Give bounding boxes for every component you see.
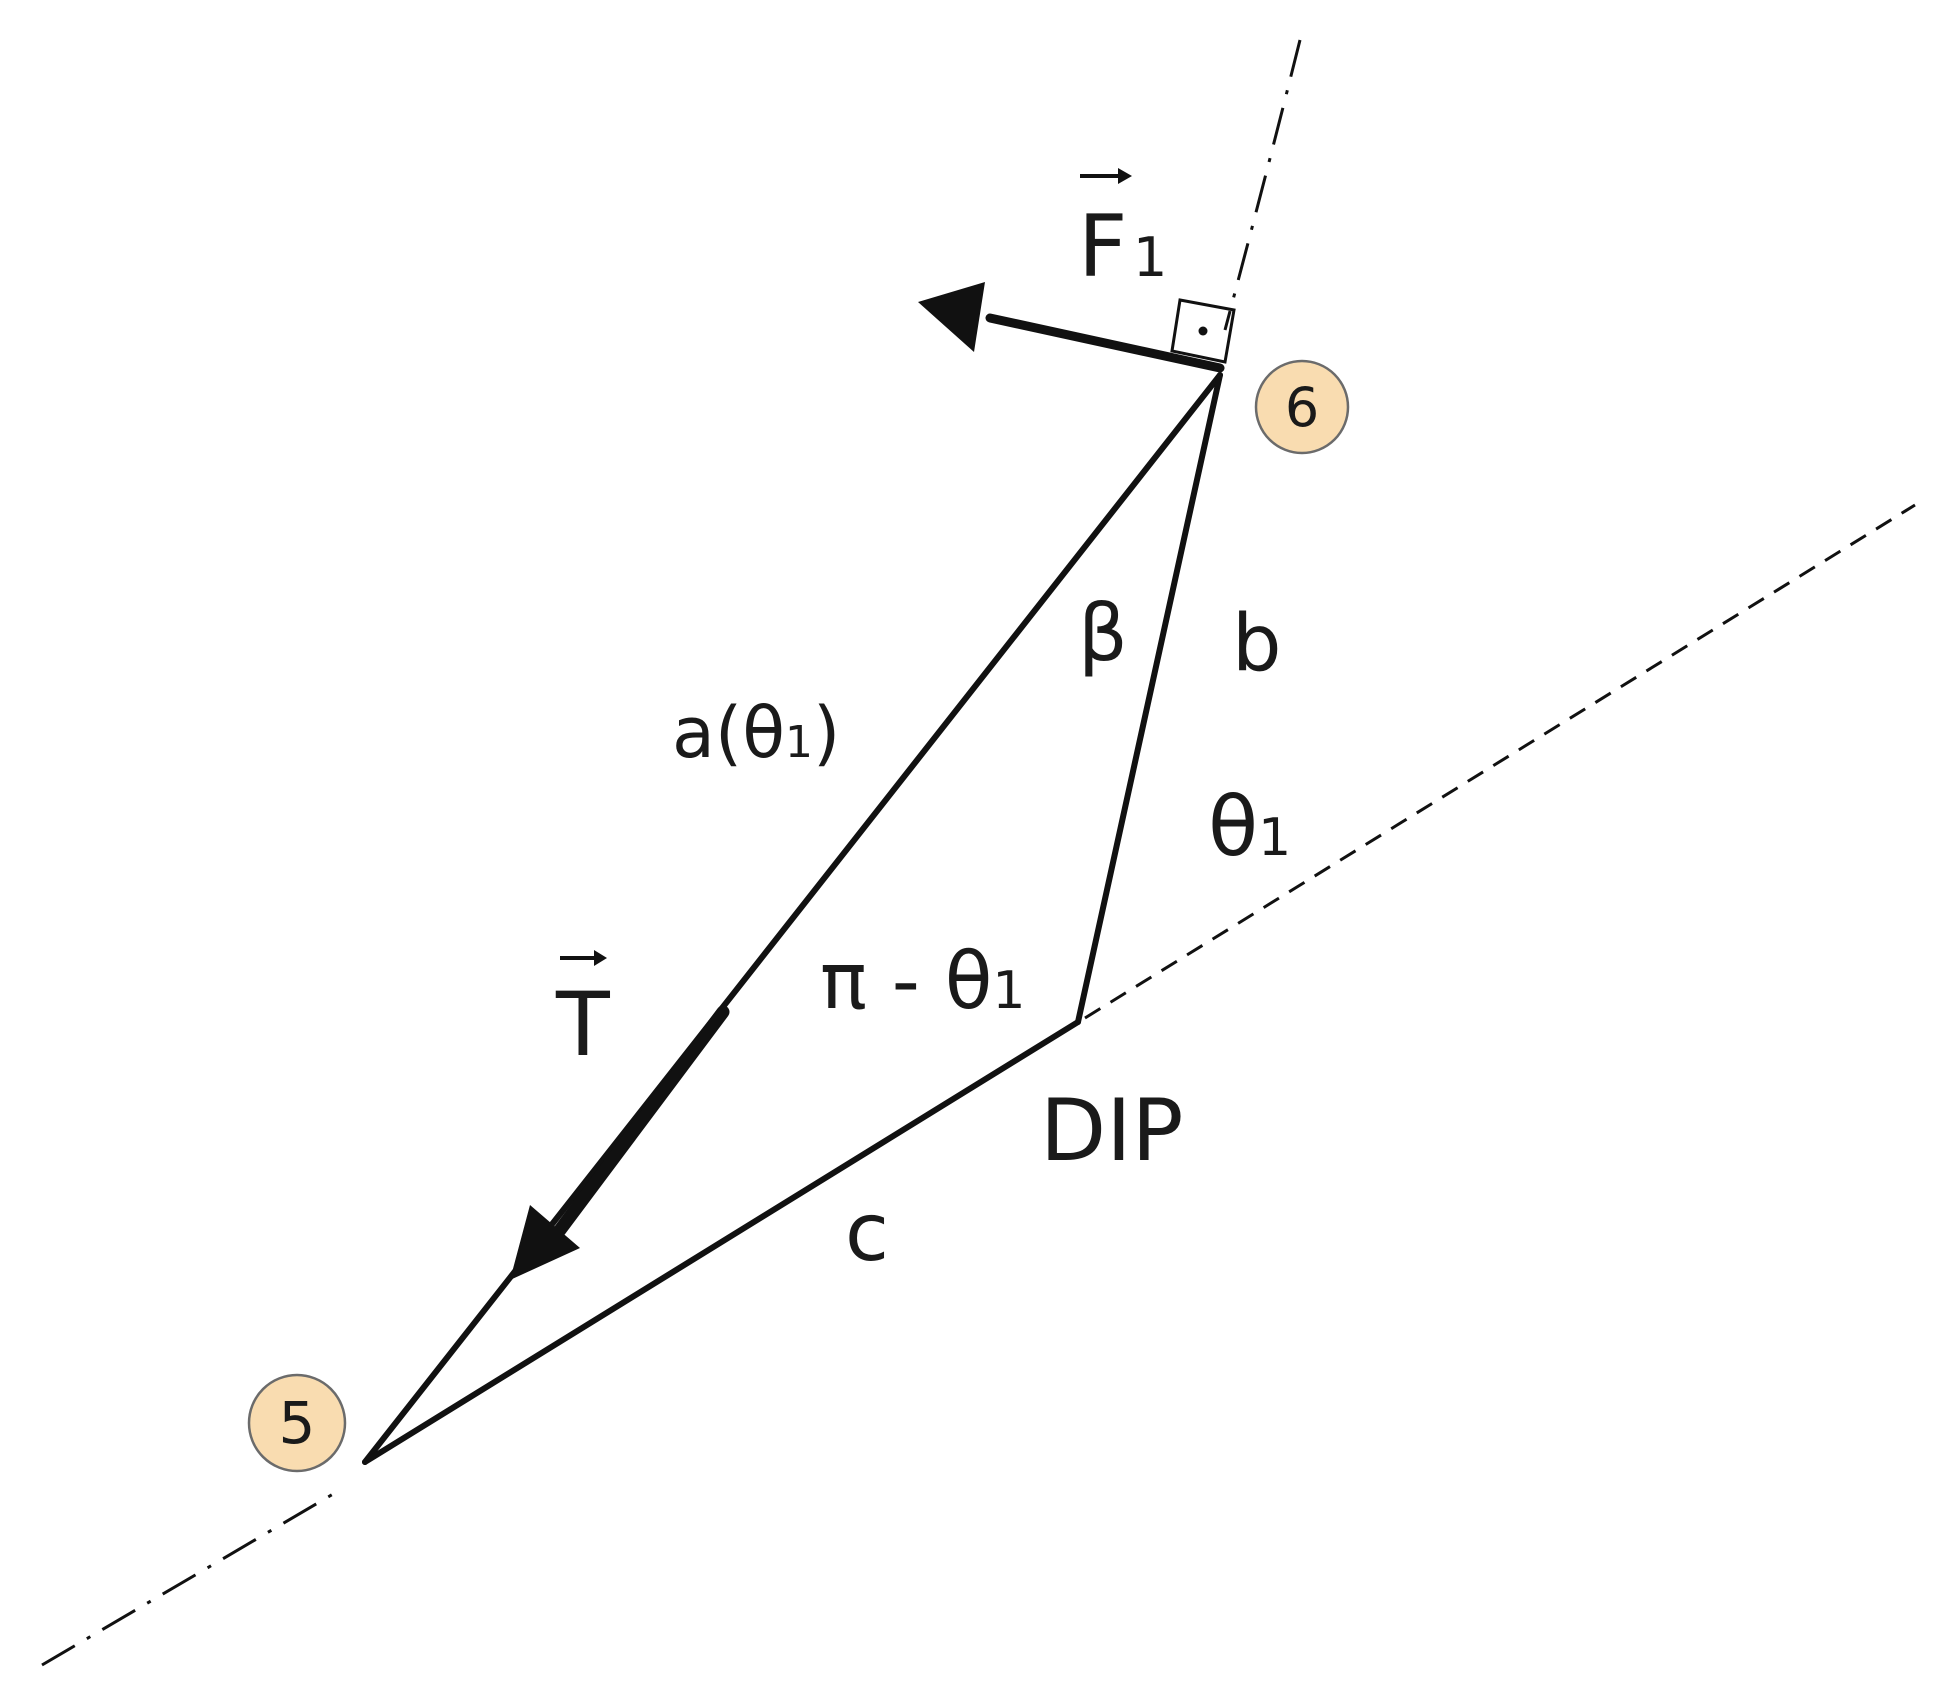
force-label-sub: 1: [1133, 226, 1167, 289]
force-vector-shaft: [985, 313, 1225, 373]
force-vector-accent-icon: [1080, 168, 1132, 184]
tension-vector-shaft: [553, 1005, 730, 1237]
svg-text:a(θ1): a(θ1): [672, 692, 840, 774]
side-a-label-close: ): [813, 692, 840, 774]
svg-text:π - θ1: π - θ1: [820, 937, 1026, 1027]
angle-theta-label: θ1: [1208, 780, 1291, 875]
angle-pi-label: π - θ1: [820, 937, 1026, 1027]
side-c-line: [362, 1019, 1081, 1465]
force-label: F 1: [1078, 168, 1167, 297]
side-b-label: b: [1232, 599, 1282, 689]
right-angle-marker-icon: [1170, 298, 1236, 364]
angle-pi-label-main: π - θ: [820, 937, 992, 1027]
force-label-main: F: [1078, 197, 1127, 297]
tension-arrowhead-icon: [510, 1205, 580, 1280]
side-a-label-main: a(θ: [672, 692, 785, 774]
node-5-label: 5: [279, 1389, 316, 1457]
node-6-label: 6: [1285, 376, 1319, 439]
svg-text:θ1: θ1: [1208, 780, 1291, 875]
side-a-line: [362, 372, 1223, 1465]
axis-line-upper: [1223, 39, 1302, 331]
force-arrowhead-icon: [918, 282, 985, 352]
angle-beta-label: β: [1078, 589, 1128, 679]
tension-label: T: [555, 950, 611, 1076]
node-6: 6: [1254, 359, 1350, 455]
joint-label: DIP: [1040, 1081, 1183, 1181]
side-a-label: a(θ1): [672, 692, 840, 774]
side-c-label: c: [845, 1186, 889, 1279]
angle-pi-label-sub: 1: [992, 961, 1025, 1021]
angle-theta-label-main: θ: [1208, 780, 1258, 875]
node-5: 5: [247, 1373, 347, 1473]
side-b-line: [1075, 372, 1223, 1025]
tension-vector-accent-icon: [560, 950, 607, 966]
angle-theta-label-sub: 1: [1258, 808, 1291, 868]
extension-dashed-line: [1084, 503, 1916, 1020]
axis-line-lower: [41, 1488, 341, 1667]
side-a-label-sub: 1: [785, 717, 813, 768]
tension-label-main: T: [555, 973, 611, 1076]
